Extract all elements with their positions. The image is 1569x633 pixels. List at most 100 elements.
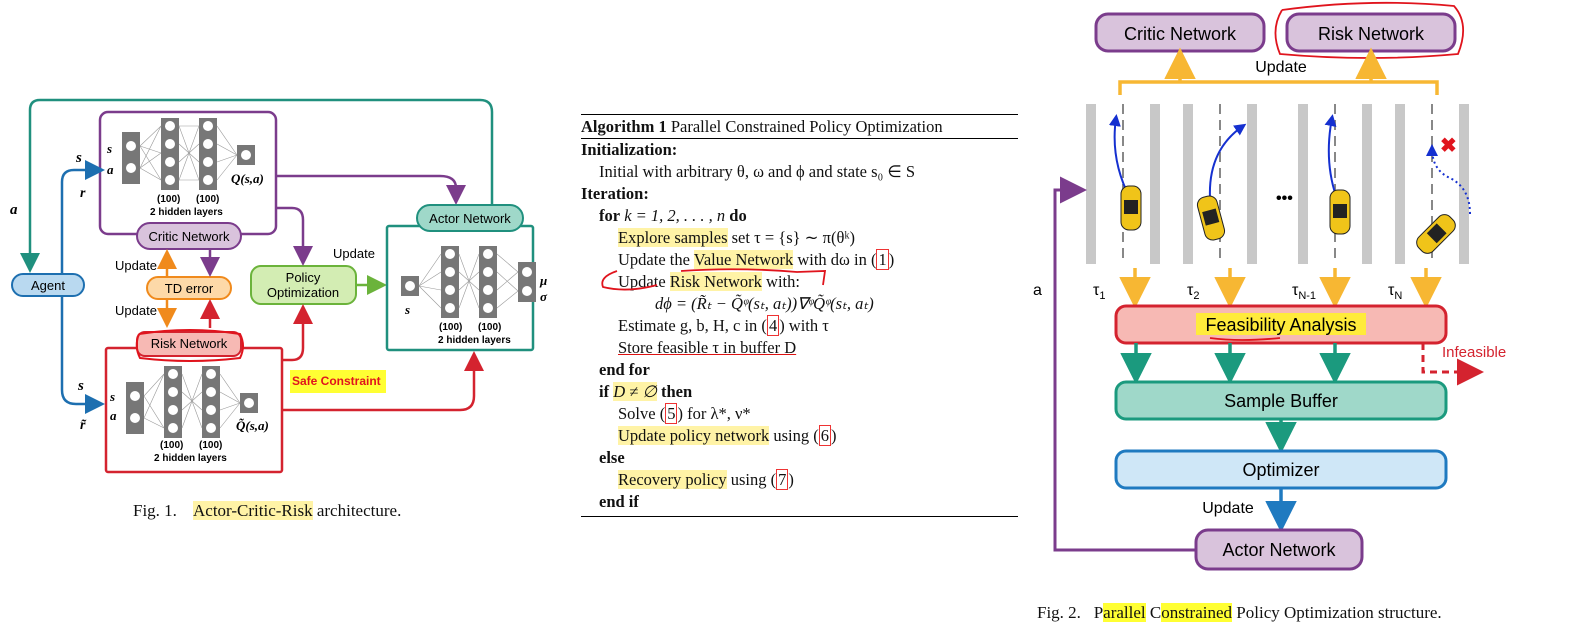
algorithm-update-risk-line: Update Risk Network with:	[581, 268, 1018, 293]
figure-2-caption-rest: Policy Optimization structure.	[1232, 603, 1442, 622]
figure-1-caption: Fig. 1. Actor-Critic-Risk architecture.	[133, 501, 401, 521]
estimate-pre: Estimate g, b, H, c in (	[618, 316, 767, 335]
eq-ref-5[interactable]: 5	[665, 403, 678, 424]
update-actor-label: Update	[333, 246, 375, 261]
risk-hidden-size-2: (100)	[199, 440, 222, 451]
value-network-highlight: Value Network	[693, 250, 794, 269]
fig2-update-bottom-label: Update	[1202, 500, 1254, 517]
update-critic-label: Update	[115, 258, 157, 273]
figure-1-caption-rest: architecture.	[312, 501, 402, 520]
update-policy-post: )	[830, 426, 837, 445]
eq-ref-1[interactable]: 1	[876, 249, 889, 270]
else-keyword: else	[599, 448, 625, 467]
action-label: a	[10, 202, 18, 218]
algorithm-title-text: Parallel Constrained Policy Optimization	[666, 117, 943, 136]
risk-nn-icon	[126, 366, 258, 438]
policy-optimization-label-2: Optimization	[267, 285, 339, 300]
store-line-text: Store feasible τ in buffer D	[618, 338, 797, 357]
caption-parallel-highlight: arallel	[1103, 603, 1146, 622]
risk-network-label: Risk Network	[151, 336, 228, 351]
figure-1-caption-prefix: Fig. 1.	[133, 501, 177, 520]
risk-hidden-layers: 2 hidden layers	[154, 453, 227, 464]
recovery-highlight: Recovery policy	[618, 470, 727, 489]
update-value-close: )	[888, 250, 895, 269]
update-value-pre: Update the	[618, 250, 694, 269]
update-risk-label: Update	[115, 303, 157, 318]
algorithm-else: else	[581, 447, 1018, 469]
td-error-node	[146, 276, 232, 300]
explore-highlight: Explore samples	[618, 228, 728, 247]
ellipsis-label: •••	[1276, 190, 1293, 207]
eq-ref-4[interactable]: 4	[766, 315, 780, 336]
actor-hidden-size-2: (100)	[478, 322, 501, 333]
algorithm-solve-line: Solve (5) for λ*, ν*	[581, 403, 1018, 425]
algorithm-dphi-line: dϕ = (R̃ₜ − Q̃ᵠ(sₜ, aₜ))∇ᵠQ̃ᵠ(sₜ, aₜ)	[581, 293, 1018, 315]
algorithm-if-line: if D ≠ ∅ then	[581, 381, 1018, 403]
tau-2-label: τ2	[1187, 282, 1199, 302]
eq-ref-7[interactable]: 7	[776, 469, 789, 490]
risk-output: Q̃(s,a)	[236, 418, 269, 433]
for-keyword: for	[599, 206, 621, 225]
init-header-text: Initialization:	[581, 140, 678, 159]
init-line-text: Initial with arbitrary θ, ω and ϕ and st…	[599, 162, 916, 181]
algorithm-bottom-rule	[581, 516, 1018, 517]
agent-label: Agent	[31, 278, 65, 293]
road-panel-4: ✖	[1395, 104, 1471, 264]
update-policy-highlight: Update policy network	[618, 426, 770, 445]
fig2-risk-label: Risk Network	[1318, 24, 1425, 44]
end-for-keyword: end for	[599, 360, 650, 379]
feasibility-analysis-label: Feasibility Analysis	[1205, 315, 1356, 335]
actor-nn-icon	[401, 246, 536, 318]
sample-buffer-label: Sample Buffer	[1224, 391, 1338, 411]
road-panel-2	[1183, 104, 1257, 264]
algorithm-top-rule	[581, 114, 1018, 115]
critic-input-a: a	[107, 162, 114, 177]
figure-2: Critic Network Risk Network Update •••	[1030, 0, 1569, 590]
tau-n-label: τN	[1388, 282, 1402, 302]
policy-optimization-label-1: Policy	[286, 270, 321, 285]
road-panel-1	[1086, 104, 1160, 264]
then-keyword: then	[660, 382, 693, 401]
risk-network-highlight: Risk Network	[669, 272, 762, 291]
update-risk-post: with:	[761, 272, 800, 291]
algorithm-title-rule	[581, 138, 1018, 139]
actor-hidden-size-1: (100)	[439, 322, 462, 333]
td-error-label: TD error	[165, 281, 214, 296]
algorithm-title-bold: Algorithm 1	[581, 117, 667, 136]
state-label-top: s	[75, 150, 82, 166]
risk-line-annotation	[601, 268, 827, 291]
actor-hidden-layers: 2 hidden layers	[438, 335, 511, 346]
figure-2-caption-prefix: Fig. 2.	[1037, 603, 1081, 622]
algorithm-update-value-line: Update the Value Network with dω in (1)	[581, 249, 1018, 271]
critic-hidden-size-1: (100)	[157, 194, 180, 205]
agent-node	[11, 273, 85, 297]
algorithm-update-policy-line: Update policy network using (6)	[581, 425, 1018, 447]
road-panel-3	[1298, 104, 1372, 264]
tau-1-label: τ1	[1093, 282, 1105, 302]
figure-1: s a Q(s,a) (100) (100) 2 hidden layers C…	[0, 90, 560, 490]
algorithm-init-header: Initialization:	[581, 139, 1018, 161]
algorithm-iter-header: Iteration:	[581, 183, 1018, 205]
critic-output: Q(s,a)	[231, 171, 264, 186]
algorithm-1: Algorithm 1 Parallel Constrained Policy …	[581, 114, 1018, 517]
safe-constraint-label: Safe Constraint	[292, 374, 381, 388]
algorithm-explore-line: Explore samples set τ = {s} ∼ π(θᵏ)	[581, 227, 1018, 249]
figure-1-caption-highlight: Actor-Critic-Risk	[193, 501, 313, 520]
actor-network-label: Actor Network	[429, 211, 511, 226]
iter-header-text: Iteration:	[581, 184, 649, 203]
collision-x-icon: ✖	[1440, 135, 1457, 157]
fig2-risk-annotation	[1274, 1, 1464, 59]
do-keyword: do	[729, 206, 747, 225]
if-keyword: if	[599, 382, 610, 401]
dphi-equation: dϕ = (R̃ₜ − Q̃ᵠ(sₜ, aₜ))∇ᵠQ̃ᵠ(sₜ, aₜ)	[655, 294, 874, 313]
algorithm-for-line: for k = 1, 2, . . . , n do	[581, 205, 1018, 227]
eq-ref-6[interactable]: 6	[818, 425, 831, 446]
fig2-actor-label: Actor Network	[1222, 540, 1336, 560]
actor-input-s: s	[404, 302, 410, 317]
actor-network-node	[416, 204, 524, 232]
feasibility-highlight	[1196, 313, 1366, 335]
for-range: k = 1, 2, . . . , n	[620, 206, 730, 225]
critic-input-s: s	[106, 141, 112, 156]
safe-constraint-highlight	[290, 370, 386, 393]
update-value-post: with dω in (	[793, 250, 877, 269]
